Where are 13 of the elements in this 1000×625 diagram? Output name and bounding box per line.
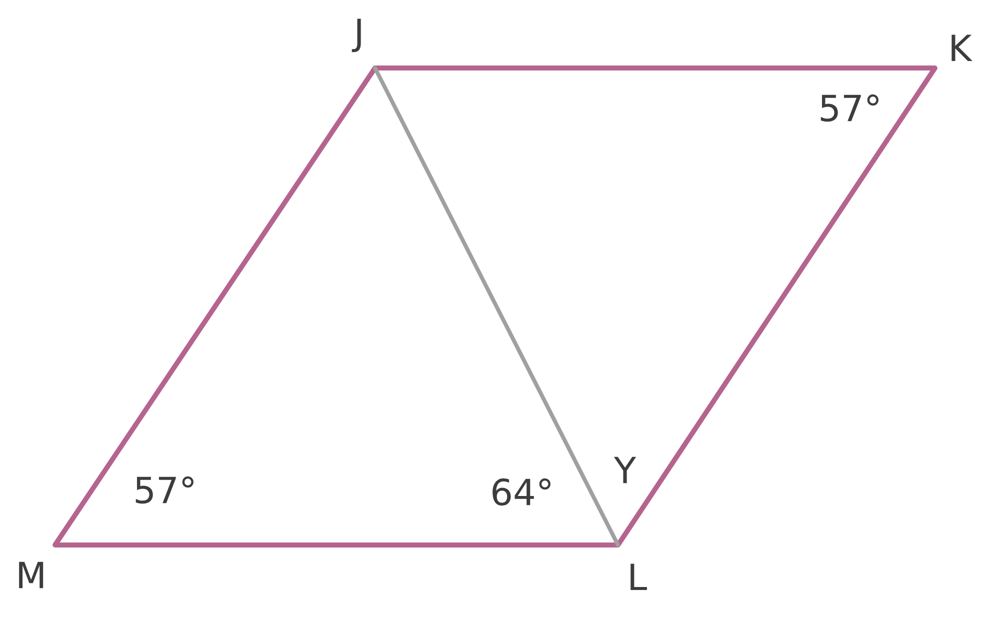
angle-label: 64° [492, 478, 550, 506]
vertex-label: M [19, 562, 44, 588]
vertex-label: J [352, 18, 361, 52]
line-segment [616, 66, 938, 548]
line-segment [52, 66, 378, 548]
line-segment [52, 542, 620, 548]
line-segment [373, 66, 620, 547]
angle-label: 57° [820, 94, 878, 122]
angle-label: 57° [136, 476, 194, 504]
vertex-label: K [952, 34, 972, 61]
point-label: Y [614, 456, 636, 484]
vertex-label: L [630, 564, 647, 590]
line-segment [372, 66, 938, 70]
